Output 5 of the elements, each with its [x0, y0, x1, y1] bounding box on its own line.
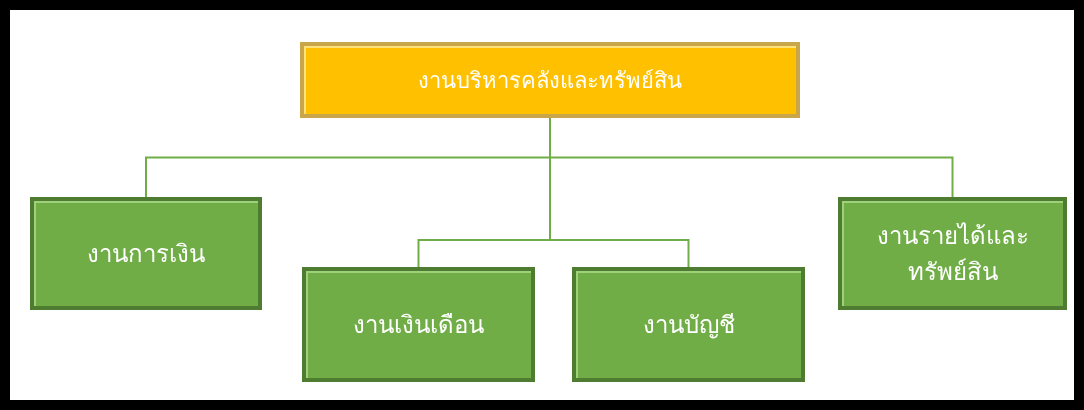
department-box: งานเงินเดือน — [302, 267, 535, 382]
department-box: งานการเงิน — [30, 197, 262, 310]
department-box: งานบัญชี — [572, 267, 805, 382]
department-box: งานรายได้และ ทรัพย์สิน — [838, 197, 1067, 310]
title-box: งานบริหารคลังและทรัพย์สิน — [300, 42, 800, 118]
